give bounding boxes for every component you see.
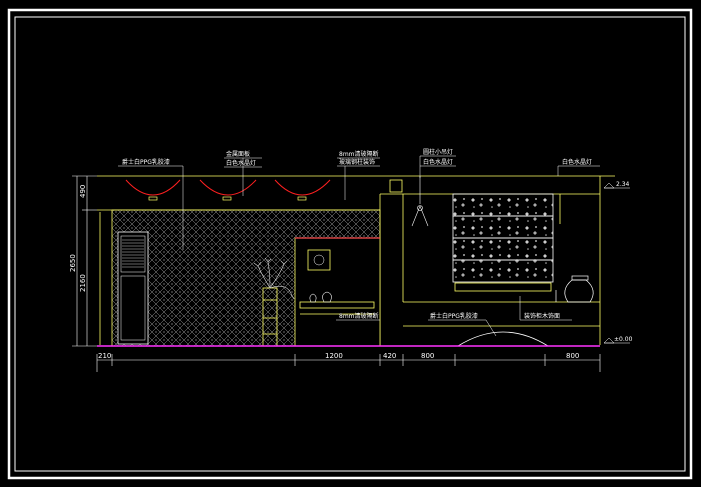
horizontal-dimension-line: [96, 354, 601, 372]
dim-height-mid: 2160: [79, 274, 87, 292]
label-bottom-cabinet: 装饰柜木饰面: [524, 312, 560, 320]
label-glass-note: 8mm清玻隔断: [339, 312, 379, 320]
pendant-lamp: [411, 176, 429, 227]
louvered-door: [117, 231, 149, 345]
plant: [253, 257, 295, 300]
dim-height-total: 2650: [69, 254, 77, 272]
label-top-1: 爵士白PPG乳胶漆: [122, 158, 170, 166]
label-top-4a: 圆柱小吊灯: [423, 148, 453, 156]
label-top-3b: 玻璃钢柱装饰: [339, 158, 375, 166]
leaf-cabinet: [452, 193, 554, 292]
floor-arch: [457, 331, 549, 347]
wall-step: [294, 237, 381, 347]
leader-lines: [118, 155, 600, 337]
label-top-2b: 白色水晶灯: [226, 159, 256, 167]
urn-vase: [555, 275, 594, 303]
label-bottom-paint: 爵士白PPG乳胶漆: [430, 312, 478, 320]
ceiling-light-fixtures: [148, 196, 307, 201]
label-top-4b: 白色水晶灯: [423, 158, 453, 166]
dim-width-1: 210: [98, 352, 111, 360]
vases: [309, 291, 332, 303]
dim-width-5: 800: [566, 352, 579, 360]
label-ceiling-level: 2.34: [616, 181, 630, 188]
display-shelves: [299, 301, 375, 315]
dim-height-top: 490: [79, 185, 87, 198]
dim-width-4: 800: [421, 352, 434, 360]
label-top-3a: 8mm清玻隔断: [339, 150, 379, 158]
ceiling-light-arcs: [125, 179, 331, 196]
picture-motif: [313, 254, 325, 266]
label-top-2a: 金属面板: [226, 150, 250, 158]
label-floor-level: ±0.00: [614, 336, 633, 343]
level-markers: [603, 182, 630, 344]
outer-frame: [7, 8, 693, 480]
vertical-dimension-lines: [72, 175, 97, 347]
label-top-5: 白色水晶灯: [562, 158, 592, 166]
dim-width-3: 420: [383, 352, 396, 360]
dim-width-2: 1200: [325, 352, 343, 360]
picture-frame: [307, 249, 331, 271]
inner-frame: [14, 16, 686, 472]
right-wall-structure: [389, 179, 600, 303]
